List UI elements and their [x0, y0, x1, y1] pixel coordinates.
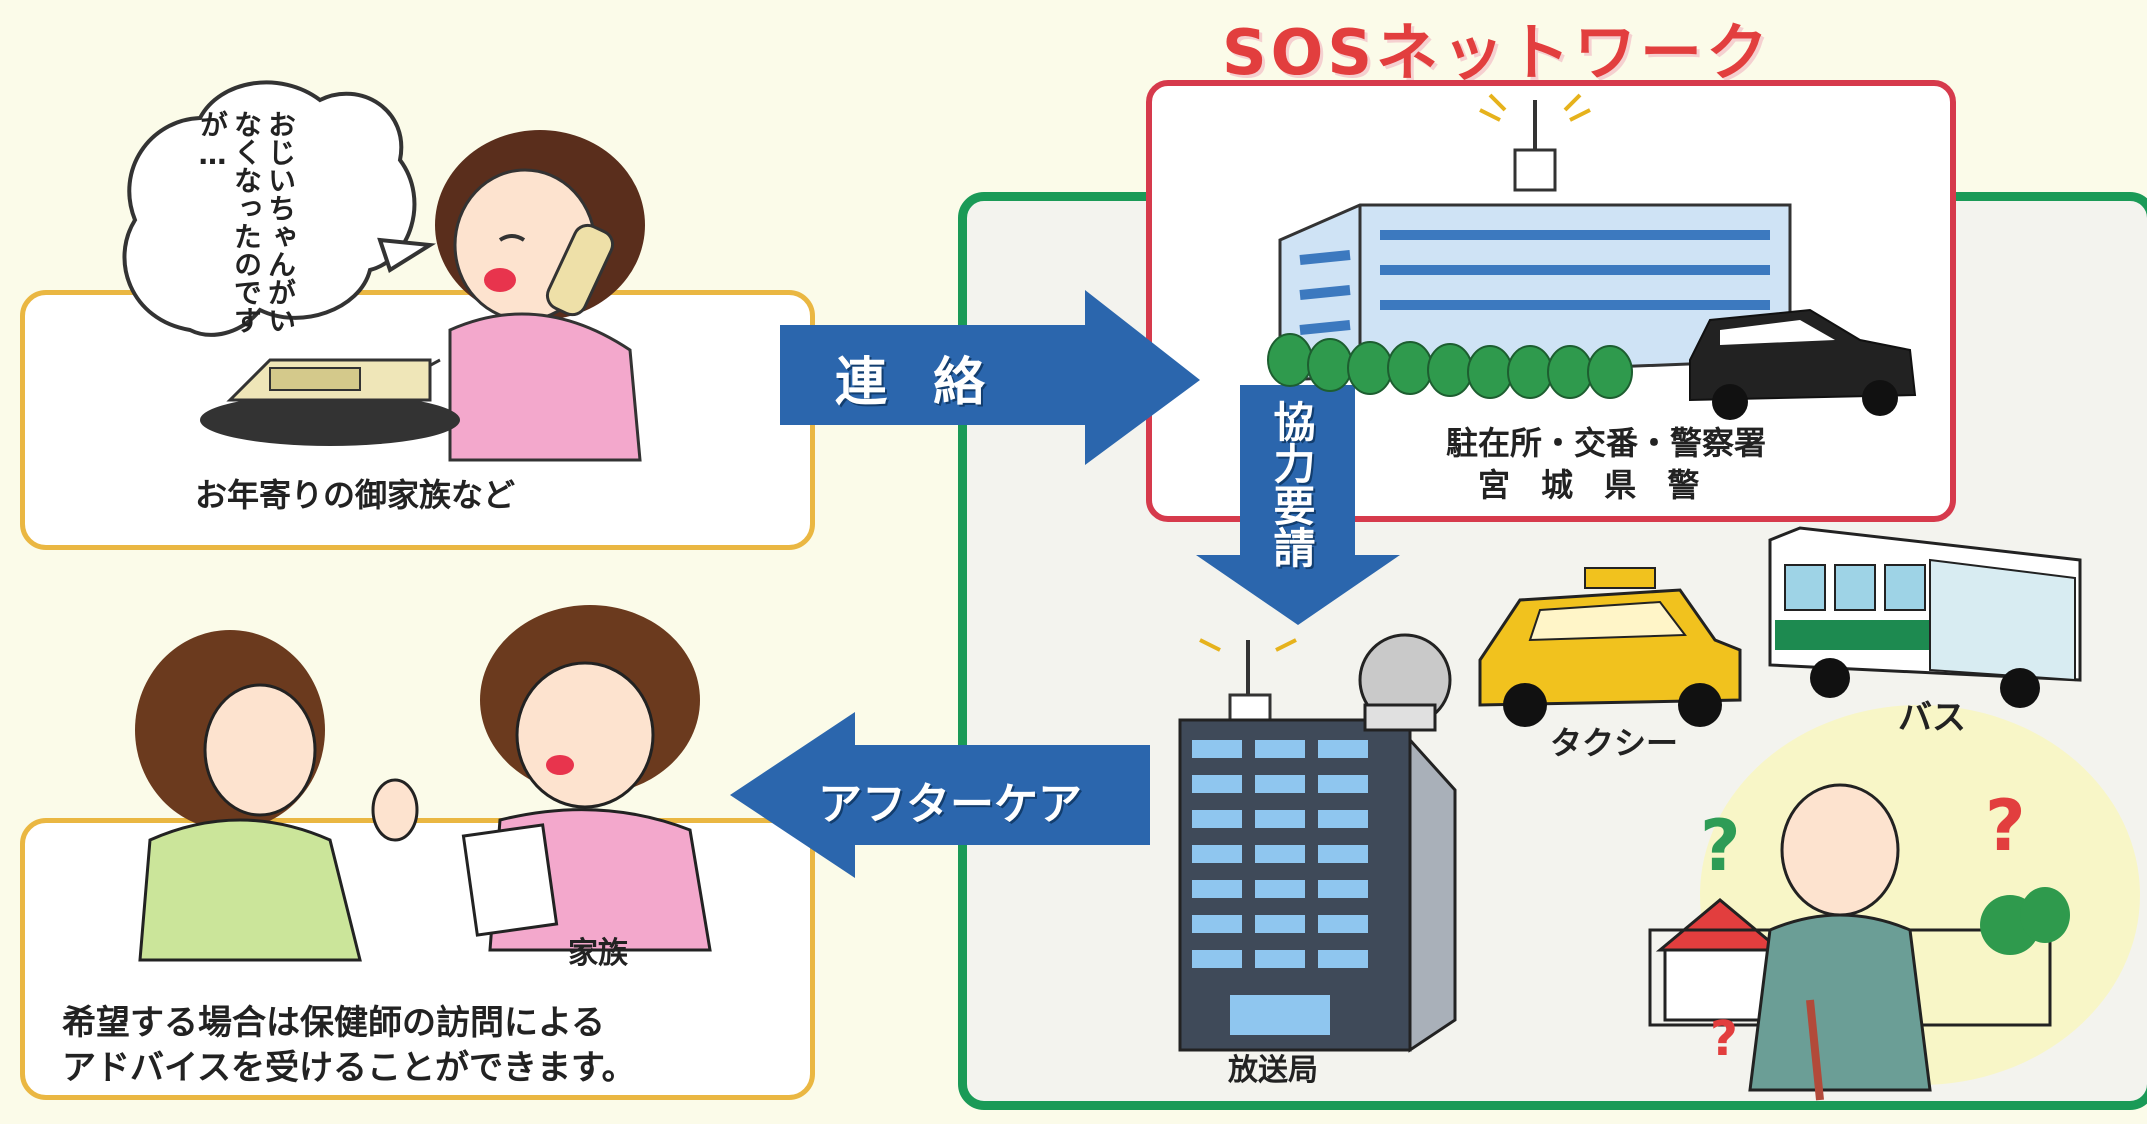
arrow-cooperation-label: 協力要請: [1267, 400, 1316, 568]
arrow-contact-label: 連 絡: [835, 353, 1000, 413]
bus-label: バス: [1898, 698, 1966, 738]
svg-text:?: ?: [1700, 805, 1741, 887]
svg-text:?: ?: [1985, 785, 2026, 867]
police-label-line1: 駐在所・交番・警察署: [1446, 424, 1767, 462]
women-consultation: [135, 605, 712, 962]
svg-text:?: ?: [1710, 1011, 1738, 1067]
network-title: SOSネットワーク: [1222, 16, 1773, 89]
broadcast-building: [1178, 633, 1457, 1053]
thought-bubble-text: おじいちゃんがいなくなったのですが…: [196, 110, 297, 334]
taxi-label: タクシー: [1550, 724, 1679, 762]
bus: [1768, 526, 2082, 708]
arrow-cooperation: [1196, 385, 1400, 625]
family-top-label: お年寄りの御家族など: [195, 476, 516, 514]
broadcast-label: 放送局: [1228, 1053, 1318, 1088]
advice-line2: アドバイスを受けることができます。: [62, 1048, 636, 1088]
arrow-contact: [780, 290, 1200, 465]
family-bottom-label: 家族: [568, 936, 628, 971]
police-label-line2: 宮 城 県 警: [1478, 466, 1710, 504]
lost-grandfather: ? ? ?: [1648, 705, 2140, 1101]
arrow-aftercare: [730, 712, 1150, 878]
arrow-aftercare-label: アフターケア: [818, 779, 1082, 830]
woman-on-phone: [378, 130, 645, 462]
advice-line1: 希望する場合は保健師の訪問による: [62, 1003, 605, 1043]
police-building: [1267, 93, 1917, 420]
telephone: [200, 358, 460, 446]
taxi: [1478, 567, 1742, 727]
thought-bubble: [122, 80, 437, 337]
